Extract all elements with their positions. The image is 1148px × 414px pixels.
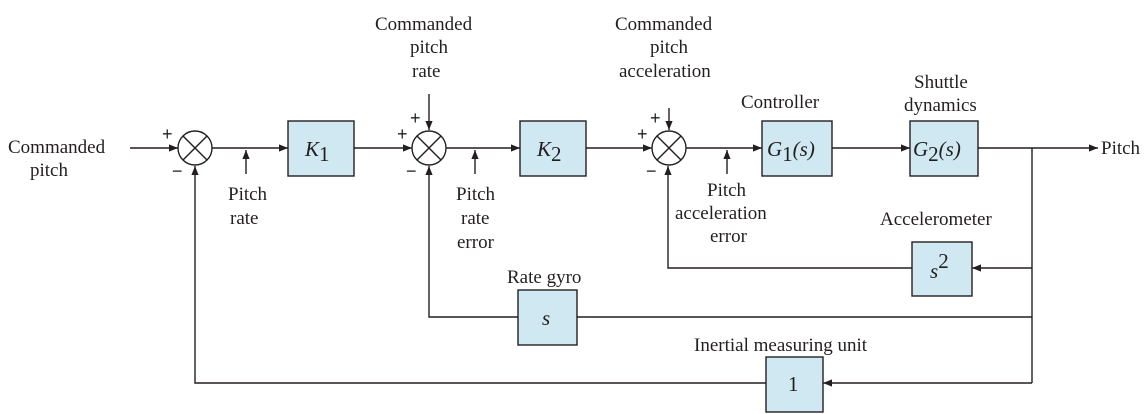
wire-imu-sum1 [191,166,766,384]
shuttle-label-line1: Shuttle [914,72,968,93]
pitch-rate-error-label-line2: rate [461,208,489,229]
cmd-rate-label-line2: pitch [410,37,448,58]
cmd-rate-label-line1: Commanded [375,14,473,35]
sum3-left-plus-sign: + [637,124,648,144]
sum1-minus-sign: − [172,161,183,181]
sum2-left-plus-sign: + [397,124,408,144]
sum3-top-plus-sign: + [650,108,661,128]
cmd-accel-label-line2: pitch [650,37,688,58]
svg-text:G2(s): G2(s) [913,137,961,166]
sum1-plus-sign: + [162,124,173,144]
block-g1-controller: G1(s) [761,120,833,177]
block-imu: 1 [765,356,824,413]
svg-text:K1: K1 [304,137,330,166]
pitch-accel-error-label-line2: acceleration [675,203,767,224]
controller-label: Controller [741,92,820,113]
summing-junction-3 [651,130,687,166]
block-rate-gyro: s [517,289,578,346]
sum3-minus-sign: − [646,161,657,181]
wire-accel-sum3 [664,166,912,269]
block-k1: K1 [287,120,355,177]
pitch-rate-error-label-line3: error [457,232,495,253]
cmd-accel-label-line3: acceleration [619,61,711,82]
output-label: Pitch [1101,138,1141,159]
imu-label: Inertial measuring unit [694,335,868,356]
input-label-line2: pitch [30,160,68,181]
sum2-minus-sign: − [406,161,417,181]
shuttle-label-line2: dynamics [904,95,977,116]
block-g2-shuttle-dynamics: G2(s) [909,120,979,177]
pitch-accel-error-label-line3: error [710,226,748,247]
svg-text:1: 1 [788,372,799,396]
block-accelerometer: s2 [911,241,973,297]
rate-gyro-label: Rate gyro [507,267,581,288]
accelerometer-label: Accelerometer [880,209,992,230]
wire-gyro-sum2 [425,166,518,318]
pitch-rate-label-line1: Pitch [228,184,268,205]
svg-text:G1(s): G1(s) [767,137,815,166]
cmd-accel-label-line1: Commanded [615,14,713,35]
sum2-top-plus-sign: + [410,108,421,128]
cmd-rate-label-line3: rate [412,61,440,82]
summing-junction-2 [411,130,447,166]
svg-text:s: s [542,306,550,330]
block-k2: K2 [519,120,587,177]
input-label-line1: Commanded [8,137,106,158]
svg-text:s2: s2 [930,249,949,283]
pitch-rate-error-label-line1: Pitch [456,184,496,205]
svg-text:K2: K2 [536,137,562,166]
pitch-accel-error-label-line1: Pitch [707,180,747,201]
summing-junction-1 [177,130,213,166]
pitch-rate-label-line2: rate [230,208,258,229]
